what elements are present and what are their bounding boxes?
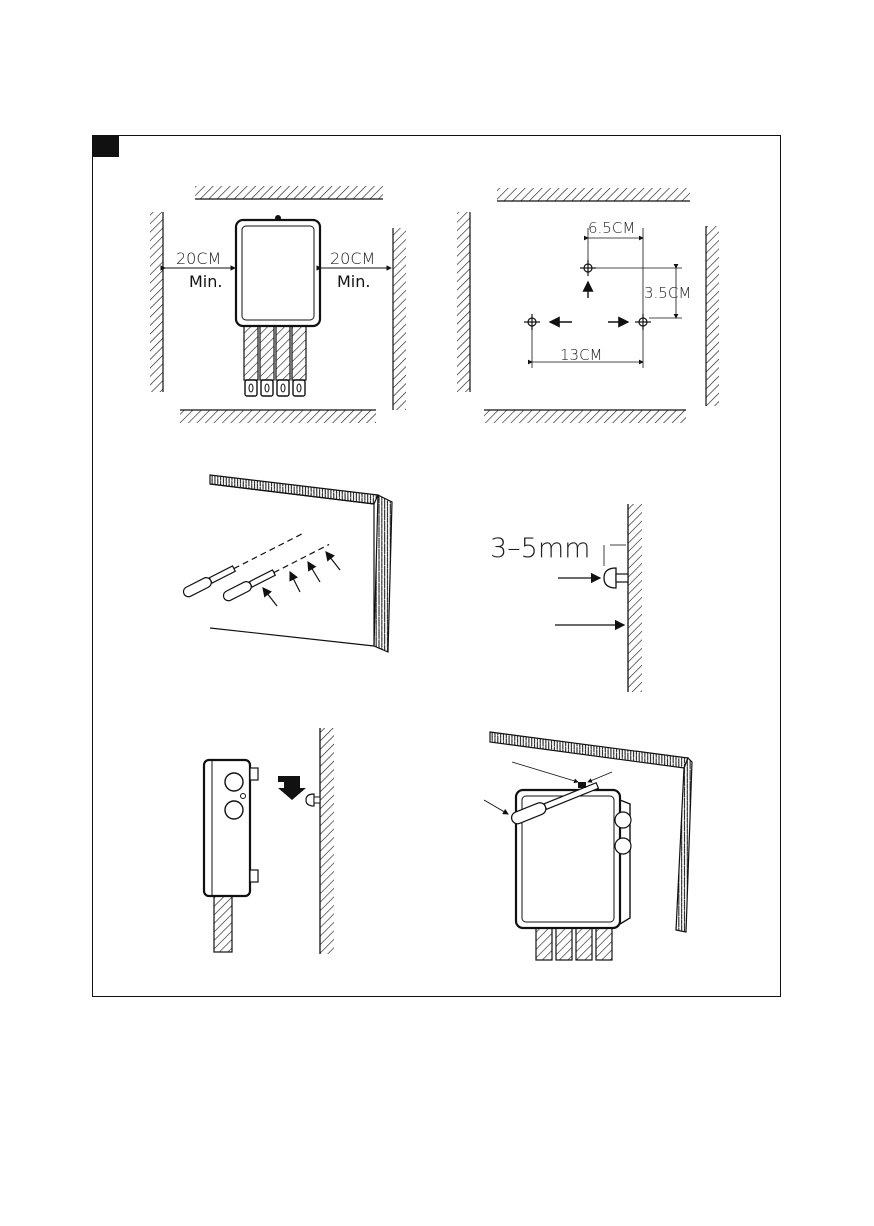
ceiling-wall [195, 186, 383, 199]
vertical-offset-label: 3.5CM [644, 284, 691, 302]
half-spacing-label: 6.5CM [588, 219, 635, 237]
left-min-label: Min. [189, 272, 222, 291]
anchor-plugs [182, 530, 332, 603]
left-distance-label: 20CM [176, 249, 221, 268]
protrusion-label: 3–5mm [490, 533, 590, 564]
panel-mounted-device [484, 732, 692, 960]
charger-device [236, 216, 320, 397]
panel-clearance: 20CM Min. 20CM Min. [150, 186, 406, 423]
panel-insert-anchors [182, 475, 392, 652]
panel-screw-protrusion: 3–5mm [490, 504, 642, 692]
total-spacing-label: 13CM [560, 346, 603, 364]
panel-hang-device [204, 728, 334, 954]
charger-side-view [204, 760, 258, 952]
cable-glands [244, 326, 306, 396]
right-min-label: Min. [337, 272, 370, 291]
right-wall [393, 228, 406, 410]
left-wall [150, 212, 163, 392]
panel-drilling-layout: 6.5CM 3.5CM 13CM [457, 188, 719, 423]
floor-wall [180, 410, 376, 423]
right-distance-label: 20CM [330, 249, 375, 268]
